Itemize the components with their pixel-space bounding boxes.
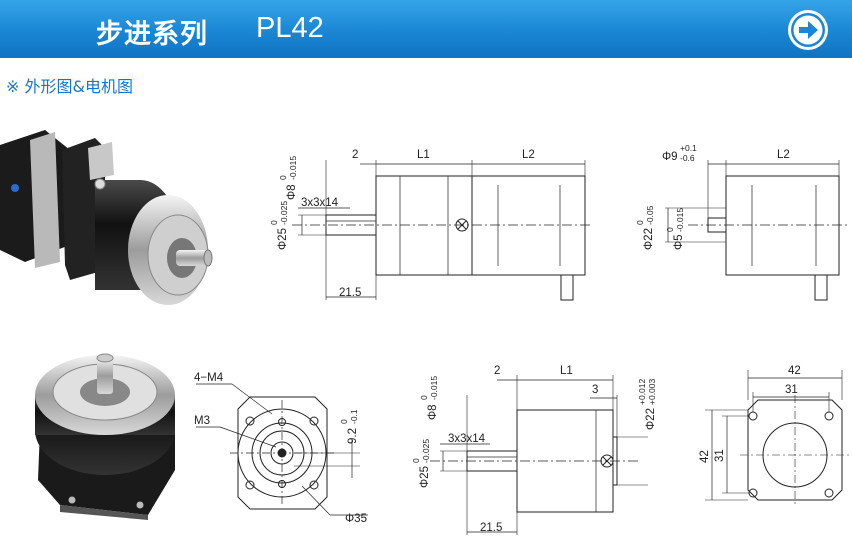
- dim-d-phi22: Φ22: [645, 408, 657, 430]
- dim-d-3: 3: [592, 384, 598, 396]
- dim-c-92-tol2: -0.1: [349, 409, 359, 424]
- dim-a-l1: L1: [417, 149, 430, 161]
- dim-b-phi5-tol2: -0.015: [675, 208, 685, 232]
- dim-e-42: 42: [788, 365, 801, 377]
- dim-b-phi22-tol: 0: [635, 220, 645, 225]
- section-heading: ※ 外形图&电机图: [6, 77, 133, 96]
- dim-d-phi22-tol: +0.012: [637, 378, 647, 405]
- dim-d-2: 2: [494, 365, 500, 377]
- dim-b-phi9-tol2: -0.6: [680, 153, 695, 163]
- dim-d-phi25: Φ25: [419, 466, 431, 488]
- dim-a-phi8: Φ8: [286, 184, 298, 200]
- dim-a-phi25: Φ25: [277, 228, 289, 250]
- dim-a-2: 2: [352, 149, 358, 161]
- drawing-gearbox-side: [430, 375, 648, 535]
- dim-c-92: 9.2: [347, 428, 359, 444]
- dim-c-phi35: Φ35: [345, 513, 367, 525]
- dim-c-92-tol: 0: [339, 419, 349, 424]
- dim-d-phi8-tol: 0: [419, 395, 429, 400]
- drawing-side-full: [292, 160, 590, 301]
- dim-d-phi25-tol2: -0.025: [421, 439, 431, 463]
- dim-a-phi25-tol: 0: [269, 220, 279, 225]
- drawing-flange-view: [705, 370, 850, 505]
- gearbox-photo: [35, 353, 175, 520]
- dim-a-l2: L2: [522, 149, 535, 161]
- dim-b-phi5-tol: 0: [665, 227, 675, 232]
- dim-e-31: 31: [785, 384, 798, 396]
- dim-b-phi9: Φ9: [662, 151, 678, 163]
- dim-d-215: 21.5: [480, 522, 502, 534]
- header-banner: 步进系列 PL42: [0, 0, 852, 58]
- dim-b-phi22-tol2: -0.05: [645, 205, 655, 225]
- dim-b-phi5: Φ5: [673, 234, 685, 250]
- dim-e-31v: 31: [714, 449, 726, 462]
- dim-a-phi8-tol2: -0.015: [288, 156, 298, 180]
- drawing-front-view: [196, 383, 368, 516]
- dim-d-phi22-tol2: +0.003: [647, 378, 657, 405]
- series-title: 步进系列: [96, 19, 208, 50]
- dim-a-215: 21.5: [339, 287, 361, 299]
- drawing-motor-side: [665, 160, 848, 301]
- dim-d-phi8-tol2: -0.015: [429, 376, 439, 400]
- dim-a-phi8-tol: 0: [278, 175, 288, 180]
- dim-d-l1: L1: [560, 365, 573, 377]
- dim-b-phi22: Φ22: [643, 228, 655, 250]
- model-name: PL42: [256, 12, 324, 44]
- dim-b-l2: L2: [777, 149, 790, 161]
- dim-a-phi25-tol2: -0.025: [279, 201, 289, 225]
- dim-e-42v: 42: [699, 450, 711, 463]
- dim-a-key: 3x3x14: [301, 197, 339, 209]
- dim-c-m3: M3: [194, 415, 210, 427]
- dim-d-phi25-tol: 0: [411, 458, 421, 463]
- motor-photo-side: [0, 130, 213, 305]
- dim-c-4m4: 4−M4: [194, 372, 224, 384]
- arrow-right-circle-icon[interactable]: [788, 10, 828, 50]
- dim-b-phi9-tol: +0.1: [680, 143, 697, 153]
- dim-d-key: 3x3x14: [448, 433, 486, 445]
- dim-d-phi8: Φ8: [427, 404, 439, 420]
